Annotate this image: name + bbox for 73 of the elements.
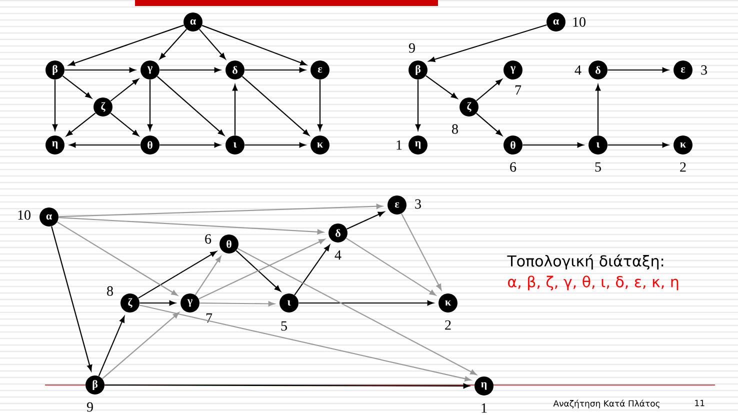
- arrow: [476, 79, 502, 102]
- arrow: [58, 204, 383, 218]
- order-number: 3: [701, 65, 707, 75]
- order-number: 10: [18, 210, 30, 220]
- order-number: 1: [396, 140, 402, 150]
- arrow: [138, 251, 217, 299]
- arrow: [232, 84, 238, 136]
- order-number: 2: [680, 162, 686, 172]
- arrow: [110, 112, 139, 136]
- footer-text: Αναζήτηση Κατά Πλάτος: [553, 400, 660, 408]
- arrow: [69, 142, 140, 148]
- arrow: [64, 67, 136, 73]
- arrow: [294, 244, 330, 296]
- order-number: 4: [574, 65, 582, 75]
- arrow: [198, 28, 226, 60]
- page-number: 11: [695, 400, 704, 406]
- arrow: [159, 28, 187, 60]
- order-number: 1: [482, 403, 487, 413]
- arrow: [102, 312, 180, 380]
- arrow: [401, 213, 442, 290]
- order-number: 4: [334, 250, 342, 260]
- order-number: 5: [281, 321, 287, 331]
- arrow: [160, 142, 221, 148]
- arrow: [198, 238, 326, 300]
- order-number: 3: [415, 199, 421, 209]
- arrow: [242, 76, 310, 136]
- arrow: [476, 112, 502, 136]
- arrow: [66, 112, 96, 136]
- arrow: [147, 80, 153, 131]
- arrow: [51, 226, 92, 372]
- arrow: [237, 248, 477, 375]
- order-number: 7: [206, 313, 212, 323]
- arrow: [104, 383, 470, 389]
- order-number: 5: [595, 162, 601, 172]
- arrow: [415, 80, 421, 131]
- arrow: [194, 256, 222, 296]
- arrow: [236, 250, 281, 292]
- arrow: [608, 142, 669, 148]
- order-text: α, β, ζ, γ, θ, ι, δ, ε, κ, η: [508, 276, 678, 290]
- order-number: 8: [107, 286, 113, 296]
- order-text: Τοπολογική διάταξη:: [507, 254, 664, 270]
- arrow: [200, 301, 275, 306]
- arrow: [428, 24, 547, 62]
- order-number: 9: [408, 43, 415, 53]
- arrow: [156, 76, 224, 136]
- arrow: [62, 75, 92, 98]
- arrow: [52, 80, 58, 131]
- arrow: [110, 78, 139, 102]
- order-number: 9: [86, 402, 93, 412]
- order-number: 6: [510, 162, 516, 172]
- arrow: [139, 304, 472, 382]
- order-number: 6: [205, 234, 212, 244]
- arrow: [346, 238, 436, 296]
- arrow: [317, 80, 323, 131]
- arrow: [68, 24, 184, 66]
- arrow: [244, 142, 306, 148]
- arrow: [98, 316, 125, 376]
- order-number: 10: [573, 17, 586, 27]
- order-number: 8: [452, 124, 458, 134]
- order-number: 7: [515, 85, 522, 95]
- arrow: [160, 67, 221, 73]
- arrow: [426, 75, 458, 99]
- arrow: [298, 300, 434, 306]
- arrow: [595, 84, 601, 136]
- order-number: 2: [445, 320, 451, 330]
- arrow: [58, 217, 324, 234]
- arrow: [608, 67, 669, 73]
- arrow: [57, 222, 178, 296]
- arrow: [522, 142, 584, 148]
- arrow: [244, 67, 306, 73]
- arrow: [140, 300, 176, 306]
- arrow: [202, 24, 307, 66]
- arrow: [346, 211, 384, 230]
